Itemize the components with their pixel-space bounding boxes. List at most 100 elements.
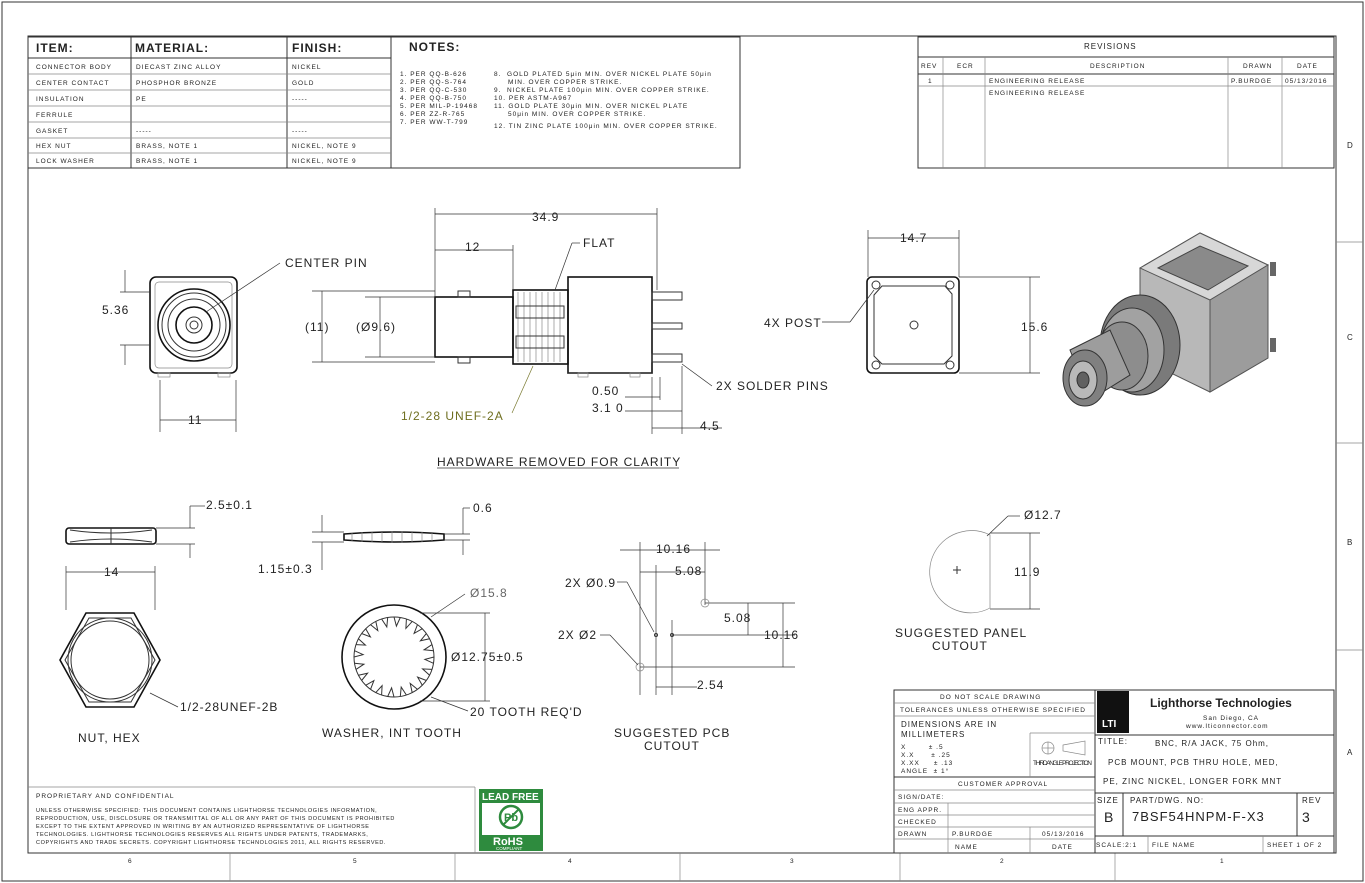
lead-free-badge: [479, 789, 543, 851]
caption-hardware-removed: HARDWARE REMOVED FOR CLARITY: [437, 455, 681, 469]
hex-nut-front: [59, 566, 179, 708]
label-20-tooth: 20 TOOTH REQ'D: [470, 705, 583, 719]
dim-3-10: 3.1 0: [592, 401, 624, 415]
washer-tooth: [354, 662, 366, 670]
dim-11-front: 11: [188, 413, 202, 427]
dim-0-50: 0.50: [592, 384, 619, 398]
washer-tooth: [413, 624, 423, 635]
rev-header-drawn: DRAWN: [1243, 63, 1272, 70]
dim-34-9: 34.9: [532, 210, 559, 224]
dim-11-9: 11.9: [1014, 565, 1040, 579]
washer-tooth: [421, 668, 433, 676]
tb-name-header: NAME: [955, 844, 978, 851]
bom-row-item: CONNECTOR BODY: [36, 64, 112, 71]
zone-label-5: 5: [353, 858, 358, 865]
washer-tooth: [365, 679, 375, 690]
tb-drawn-date: 05/13/2016: [1042, 831, 1085, 838]
rev-row-rev: 1: [928, 78, 933, 85]
washer-side: [312, 507, 470, 570]
tb-size: B: [1104, 809, 1113, 825]
label-pcb-cutout-2: CUTOUT: [644, 739, 700, 753]
note-line: 11. GOLD PLATE 30μin MIN. OVER NICKEL PL…: [494, 103, 688, 110]
panel-cutout: [929, 515, 1040, 614]
note-line: 12. TIN ZINC PLATE 100μin MIN. OVER COPP…: [494, 123, 718, 130]
note-line: 9. NICKEL PLATE 100μin MIN. OVER COPPER …: [494, 87, 710, 94]
note-line: 7. PER WW-T-799: [400, 119, 468, 126]
zone-label-3: 3: [790, 858, 795, 865]
washer-tooth: [422, 644, 434, 652]
label-thread-2a: 1/2-28 UNEF-2A: [401, 409, 504, 423]
note-line: 3. PER QQ-C-530: [400, 87, 467, 94]
zone-label-4: 4: [568, 858, 573, 865]
bom-row-material: PHOSPHOR BRONZE: [136, 80, 217, 87]
tb-sign-row: SIGN/DATE:: [898, 794, 944, 801]
revisions-title: REVISIONS: [1084, 42, 1137, 51]
label-hole-0-9: 2X Ø0.9: [565, 576, 616, 590]
tb-date-header: DATE: [1052, 844, 1073, 851]
rev-header-description: DESCRIPTION: [1090, 63, 1145, 70]
tb-sign-row: CHECKED: [898, 819, 937, 826]
zone-label-a: A: [1347, 748, 1353, 757]
bom-row-item: INSULATION: [36, 96, 85, 103]
proprietary-line: COPYRIGHTS AND TRADE SECRETS. COPYRIGHT …: [36, 840, 386, 846]
proprietary-line: UNLESS OTHERWISE SPECIFIED: THIS DOCUMEN…: [36, 808, 377, 814]
dim-center-pin: CENTER PIN: [285, 256, 368, 270]
label-pcb-cutout-1: SUGGESTED PCB: [614, 726, 730, 740]
proprietary-line: EXCEPT TO THE EXTENT APPROVED IN WRITING…: [36, 824, 369, 830]
tb-part-number: 7BSF54HNPM-F-X3: [1132, 809, 1265, 824]
zone-label-b: B: [1347, 538, 1353, 547]
footer-separator: [28, 786, 476, 853]
tb-company: Lighthorse Technologies: [1150, 696, 1292, 710]
tb-title-line-1: BNC, R/A JACK, 75 Ohm,: [1155, 739, 1269, 748]
tb-city: San Diego, CA: [1203, 715, 1259, 722]
dim-15-8: Ø15.8: [470, 586, 508, 600]
washer-tooth: [375, 684, 383, 696]
bom-row-finish: -----: [292, 96, 308, 103]
tb-sign-row: ENG APPR.: [898, 807, 942, 814]
bom-row-finish: NICKEL, NOTE 9: [292, 158, 357, 165]
label-washer: WASHER, INT TOOTH: [322, 726, 462, 740]
note-line: 6. PER ZZ-R-765: [400, 111, 465, 118]
lead-free-text: LEAD FREE: [482, 792, 539, 803]
note-line: 50μin MIN. OVER COPPER STRIKE.: [494, 111, 646, 118]
zone-label-c: C: [1347, 333, 1354, 342]
washer-tooth: [419, 633, 430, 642]
dim-12-7: Ø12.7: [1024, 508, 1062, 522]
rev-row-description: ENGINEERING RELEASE: [989, 78, 1085, 85]
note-line: 2. PER QQ-S-764: [400, 79, 467, 86]
washer-tooth: [399, 685, 407, 697]
compliant-text: COMPLIANT: [496, 846, 523, 851]
washer-tooth: [409, 682, 418, 693]
dim-1-15: 1.15±0.3: [258, 562, 313, 576]
label-hole-2: 2X Ø2: [558, 628, 597, 642]
zone-label-2: 2: [1000, 858, 1005, 865]
washer-tooth: [393, 616, 401, 628]
washer-tooth: [353, 650, 365, 658]
note-line: 4. PER QQ-B-750: [400, 95, 467, 102]
bom-row-finish: NICKEL: [292, 64, 321, 71]
note-line: 5. PER MIL-P-19468: [400, 103, 478, 110]
tb-do-not-scale: DO NOT SCALE DRAWING: [940, 694, 1041, 701]
bom-row-item: HEX NUT: [36, 143, 72, 150]
zone-label-1: 1: [1220, 858, 1225, 865]
bom-row-material: -----: [136, 128, 152, 135]
bom-table: [27, 36, 741, 169]
bom-row-material: BRASS, NOTE 1: [136, 143, 198, 150]
dim-5-08-top: 5.08: [675, 564, 702, 578]
tb-size-label: SIZE: [1097, 796, 1119, 805]
tb-tol-row: ANGLE ± 1°: [901, 767, 949, 775]
front-view: [120, 262, 281, 432]
tb-logo-text: LTI: [1102, 719, 1116, 730]
rev-header-rev: REV: [921, 63, 937, 70]
tb-title-line-2: PCB MOUNT, PCB THRU HOLE, MED,: [1108, 758, 1279, 767]
pb-text: Pb: [504, 812, 518, 824]
washer-tooth: [387, 686, 395, 698]
pcb-cutout: [600, 542, 795, 695]
note-line: 8. GOLD PLATED 5μin MIN. OVER NICKEL PLA…: [494, 71, 712, 78]
note-line: 10. PER ASTM-A967: [494, 95, 572, 102]
label-panel-cutout-2: CUTOUT: [932, 639, 988, 653]
notes-list: 1. PER QQ-B-626 2. PER QQ-S-764 3. PER Q…: [400, 71, 718, 130]
dim-15-6: 15.6: [1021, 320, 1048, 334]
dim-5-36: 5.36: [102, 303, 129, 317]
